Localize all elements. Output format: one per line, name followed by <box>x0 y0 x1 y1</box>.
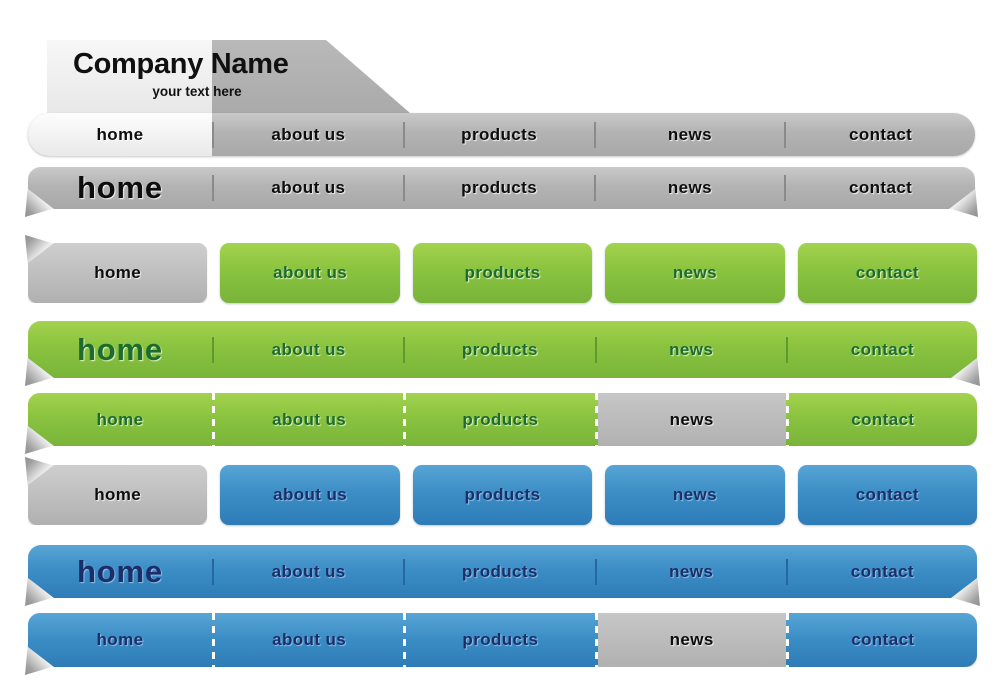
nav-button-news[interactable]: news <box>605 243 785 303</box>
navbar-blue-large-home: home about us products news contact <box>25 545 980 606</box>
nav-item-products[interactable]: products <box>461 339 538 359</box>
nav-item-products[interactable]: products <box>461 561 538 581</box>
navbar-gray-pill: home about us products news contact <box>28 113 975 156</box>
nav-button-contact[interactable]: contact <box>797 243 978 303</box>
navbar-blue-buttons: home about us products news contact <box>25 457 978 525</box>
separator <box>595 337 597 363</box>
nav-item-home[interactable]: home <box>77 170 163 205</box>
separator <box>594 175 596 201</box>
navbar-green-dashed: home about us products news contact <box>25 393 977 454</box>
nav-button-news[interactable]: news <box>605 465 785 525</box>
nav-item-products[interactable]: products <box>462 630 539 649</box>
separator <box>786 337 788 363</box>
separator <box>212 337 214 363</box>
separator <box>402 121 405 148</box>
separator <box>784 175 786 201</box>
nav-item-contact[interactable]: contact <box>851 630 915 649</box>
nav-item-news[interactable]: news <box>669 561 714 581</box>
dashed-separator <box>403 393 406 446</box>
nav-item-home[interactable]: home <box>77 553 163 589</box>
navbar-green-large-home: home about us products news contact <box>25 321 980 386</box>
company-tagline: your text here <box>152 84 242 99</box>
company-name: Company Name <box>73 48 289 80</box>
nav-item-home[interactable]: home <box>77 331 163 367</box>
nav-item-products[interactable]: products <box>461 124 538 144</box>
nav-item-products[interactable]: products <box>462 409 539 429</box>
separator <box>212 121 214 148</box>
nav-item-products[interactable]: products <box>461 178 538 197</box>
nav-button-home-wrap: home <box>25 457 208 525</box>
nav-item-about-us[interactable]: about us <box>272 409 347 429</box>
nav-button-home-wrap: home <box>25 235 208 303</box>
nav-button-about-us[interactable]: about us <box>220 465 400 525</box>
separator <box>212 559 214 585</box>
dashed-separator <box>403 613 406 667</box>
separator <box>784 121 787 148</box>
navbar-green-buttons: home about us products news contact <box>25 235 978 303</box>
company-header: Company Name your text here <box>47 40 410 113</box>
nav-item-about-us[interactable]: about us <box>271 561 346 581</box>
nav-button-products[interactable]: products <box>412 243 593 303</box>
nav-item-home[interactable]: home <box>28 113 212 156</box>
nav-item-news-active[interactable]: news <box>598 613 786 667</box>
dashed-separator <box>212 613 215 667</box>
nav-item-about-us[interactable]: about us <box>271 124 346 144</box>
nav-item-news[interactable]: news <box>667 178 712 197</box>
nav-item-contact[interactable]: contact <box>850 339 914 359</box>
nav-item-contact[interactable]: contact <box>851 409 915 429</box>
nav-item-contact[interactable]: contact <box>848 124 913 144</box>
separator <box>593 121 596 148</box>
dashed-separator <box>212 393 215 446</box>
nav-button-about-us[interactable]: about us <box>220 243 400 303</box>
separator <box>212 175 214 201</box>
separator <box>403 175 405 201</box>
navbar-gray-large-home: home about us products news contact <box>25 167 978 217</box>
dashed-separator <box>595 613 598 667</box>
navbar-blue-dashed: home about us products news contact <box>25 613 977 675</box>
nav-button-contact[interactable]: contact <box>797 465 978 525</box>
dashed-separator <box>786 613 789 667</box>
nav-item-home[interactable]: home <box>96 409 144 429</box>
nav-item-contact[interactable]: contact <box>848 178 913 197</box>
dashed-separator <box>595 393 598 446</box>
nav-item-contact[interactable]: contact <box>850 561 914 581</box>
separator <box>403 559 405 585</box>
header-light-panel <box>47 40 212 113</box>
separator <box>786 559 788 585</box>
nav-button-home[interactable]: home <box>28 465 208 525</box>
nav-item-news[interactable]: news <box>667 124 712 144</box>
nav-item-about-us[interactable]: about us <box>271 178 346 197</box>
nav-item-about-us[interactable]: about us <box>272 630 347 649</box>
dashed-separator <box>786 393 789 446</box>
nav-item-home[interactable]: home <box>96 630 144 649</box>
nav-item-news[interactable]: news <box>669 339 714 359</box>
separator <box>403 337 405 363</box>
nav-item-about-us[interactable]: about us <box>271 339 346 359</box>
separator <box>595 559 597 585</box>
nav-item-news-active[interactable]: news <box>598 393 786 446</box>
nav-button-products[interactable]: products <box>412 465 593 525</box>
nav-button-home[interactable]: home <box>28 243 208 303</box>
